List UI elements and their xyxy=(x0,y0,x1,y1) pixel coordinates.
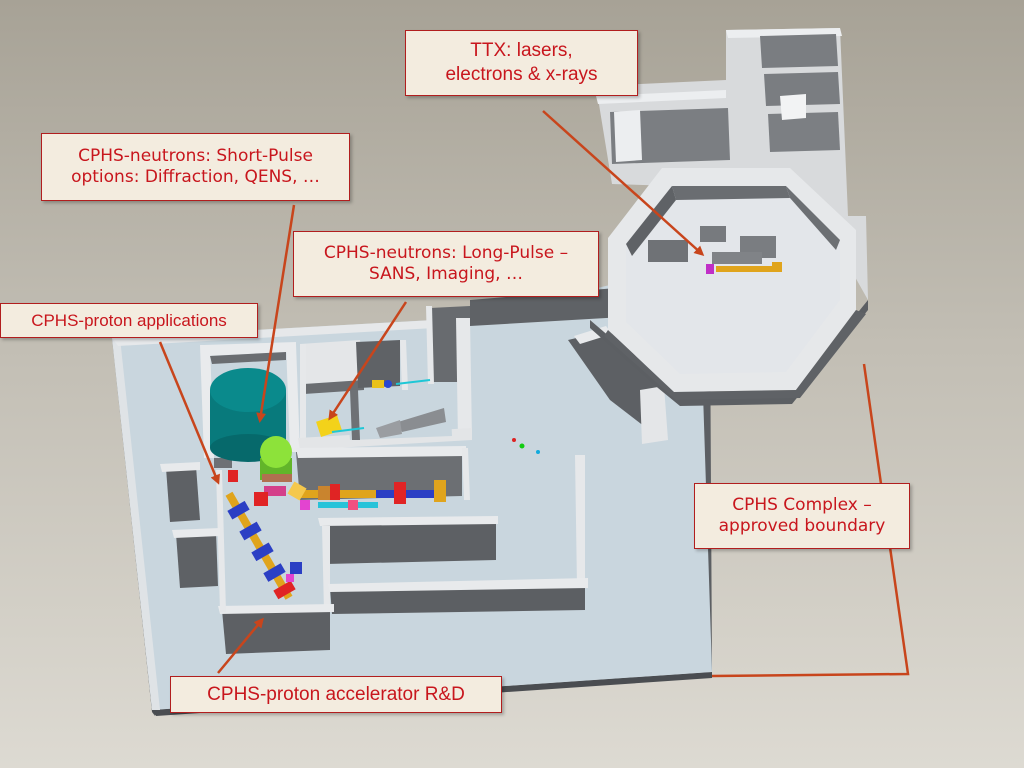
arrow-short-pulse xyxy=(256,204,296,423)
callout-proton-applications: CPHS-proton applications xyxy=(0,303,258,338)
arrow-accelerator xyxy=(217,617,264,674)
equipment xyxy=(210,368,540,600)
approved-boundary-line xyxy=(711,363,910,678)
callout-proton-accelerator: CPHS-proton accelerator R&D xyxy=(170,676,502,713)
callout-short-pulse: CPHS-neutrons: Short-Pulse options: Diff… xyxy=(41,133,350,201)
callout-long-pulse: CPHS-neutrons: Long-Pulse – SANS, Imagin… xyxy=(293,231,599,297)
callout-approved-boundary: CPHS Complex – approved boundary xyxy=(694,483,910,549)
callout-ttx: TTX: lasers, electrons & x-rays xyxy=(405,30,638,96)
arrow-proton-applications xyxy=(158,341,220,485)
arrow-ttx xyxy=(542,110,705,257)
target-cylinder xyxy=(210,368,286,412)
arrow-long-pulse xyxy=(328,301,408,421)
moderator-sphere xyxy=(260,436,292,468)
